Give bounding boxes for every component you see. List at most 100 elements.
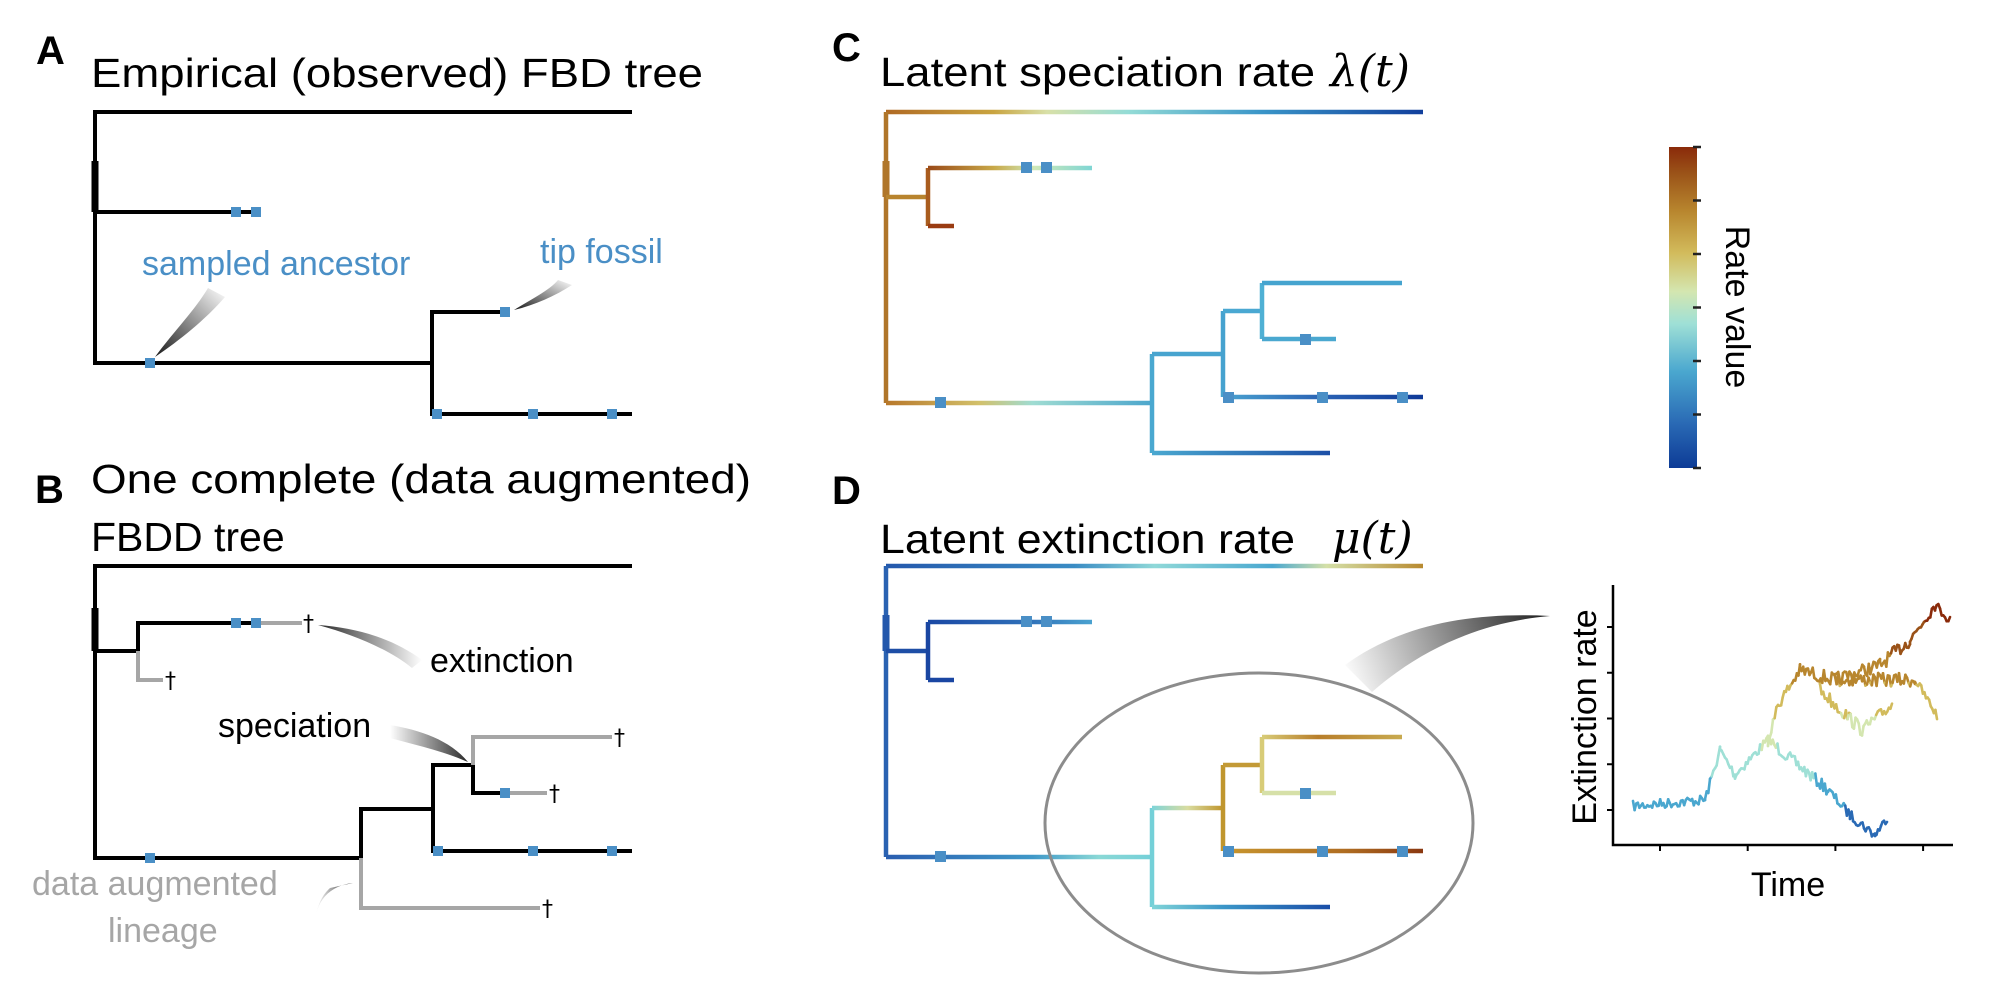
colorbar-ticks: [1693, 145, 1701, 470]
fossil-marker: [1041, 162, 1052, 173]
tip-fossil-pointer: [514, 280, 572, 310]
panel-letter-a: A: [36, 29, 65, 73]
fossil-marker: [251, 618, 261, 628]
rate-trace-segment: [1715, 754, 1720, 767]
rate-trace-segment: [1875, 671, 1880, 688]
rate-trace-segment: [1934, 708, 1939, 721]
rate-trace-segment: [1836, 673, 1842, 688]
speciation-label: speciation: [218, 707, 371, 745]
rate-trace-segment: [1811, 666, 1816, 680]
rate-trace-segment: [1881, 672, 1886, 685]
rate-trace-segment: [1889, 702, 1894, 711]
rate-trace-segment: [1770, 718, 1775, 734]
rate-trace-segment: [1947, 615, 1952, 623]
fossil-marker: [251, 207, 261, 217]
fossil-marker: [1021, 162, 1032, 173]
panel-c: C Latent speciation rate λ(t): [832, 26, 1423, 456]
fossil-marker: [500, 307, 510, 317]
augmented-lineage-label-line1: data augmented: [32, 865, 278, 903]
fossil-marker: [231, 618, 241, 628]
fossil-marker: [1317, 392, 1328, 403]
rate-trace-segment: [1862, 674, 1867, 687]
rate-trace-segment: [1860, 724, 1865, 737]
rate-trace-segment: [1852, 716, 1857, 730]
extinct-dagger: †: [303, 612, 314, 637]
fossil-marker: [1300, 334, 1311, 345]
colorbar-gradient: [1669, 147, 1697, 468]
panel-c-title: Latent speciation rate: [880, 49, 1315, 95]
rate-trace-segment: [1850, 810, 1855, 823]
extinction-label: extinction: [430, 642, 574, 680]
extinct-dagger: †: [614, 726, 625, 751]
rate-trace-segment: [1730, 765, 1735, 778]
fossil-marker: [1300, 788, 1311, 799]
augmented-branch: [471, 735, 612, 765]
complete-tree: † † † † †: [91, 564, 632, 922]
inset-pointer: [1345, 615, 1550, 692]
inset-y-ticks: [1607, 626, 1613, 811]
rate-trace-segment: [1834, 703, 1840, 714]
augmented-branch: [136, 651, 163, 682]
rate-trace-segment: [1834, 793, 1839, 805]
fossil-marker: [231, 207, 241, 217]
extinction-rate-tree: [882, 563, 1423, 910]
rate-trace-segment: [1822, 668, 1827, 683]
fossil-marker: [433, 846, 443, 856]
speciation-pointer: [390, 725, 468, 762]
inset-plot: Time Extinction rate: [1566, 585, 1953, 904]
fossil-marker: [1223, 392, 1234, 403]
fossil-marker: [145, 358, 155, 368]
rate-trace-segment: [1828, 671, 1834, 686]
fossil-marker: [1397, 846, 1408, 857]
rate-trace-segment: [1929, 607, 1934, 619]
lambda-symbol: λ(t): [1328, 46, 1410, 97]
rate-trace-segment: [1707, 777, 1712, 795]
rate-trace-segment: [1773, 705, 1778, 720]
extinct-dagger: †: [165, 669, 176, 694]
sampled-ancestor-label: sampled ancestor: [142, 245, 410, 283]
rate-trace-segment: [1849, 712, 1854, 729]
panel-a-title: Empirical (observed) FBD tree: [91, 50, 703, 96]
inset-axes: [1611, 585, 1953, 847]
augmented-lineage-label-line2: lineage: [108, 912, 218, 950]
fossil-marker: [528, 846, 538, 856]
extinct-dagger: †: [549, 782, 560, 807]
panel-letter-c: C: [832, 26, 861, 70]
speciation-rate-tree: [882, 109, 1423, 456]
inset-y-label: Extinction rate: [1566, 609, 1604, 824]
panel-b-title-line1: One complete (data augmented): [91, 456, 751, 502]
tree-branch: [93, 807, 632, 860]
rate-trace-segment: [1776, 742, 1781, 756]
fossil-marker: [528, 409, 538, 419]
mu-symbol: μ(t): [1332, 513, 1413, 564]
fossil-marker: [935, 851, 946, 862]
inset-traces: [1631, 602, 1952, 838]
inset-x-label: Time: [1751, 866, 1825, 904]
extinct-dagger: †: [542, 897, 553, 922]
fossil-marker: [1041, 616, 1052, 627]
fossil-marker: [1021, 616, 1032, 627]
fossil-marker: [500, 788, 510, 798]
colorbar-label: Rate value: [1718, 226, 1756, 389]
panel-b: B One complete (data augmented) FBDD tre…: [32, 456, 751, 950]
fossil-marker: [607, 846, 617, 856]
rate-trace-segment: [1884, 820, 1889, 826]
fossil-marker: [935, 397, 946, 408]
tree-branch: [93, 621, 258, 653]
extinction-pointer: [318, 625, 422, 668]
inset-x-ticks: [1659, 845, 1925, 851]
rate-trace-segment: [1884, 674, 1890, 687]
fossil-marker: [145, 853, 155, 863]
panel-d-title: Latent extinction rate: [880, 516, 1295, 562]
tree-branch: [431, 763, 507, 811]
zoom-ellipse: [1043, 671, 1475, 975]
rate-trace-segment: [1779, 695, 1785, 707]
panel-a: A Empirical (observed) FBD tree sampled …: [36, 29, 703, 419]
panel-letter-d: D: [832, 469, 861, 513]
panel-d: D Latent extinction rate μ(t): [832, 469, 1550, 975]
fossil-marker: [1317, 846, 1328, 857]
fossil-marker: [432, 409, 442, 419]
rate-trace-segment: [1814, 772, 1819, 788]
fossil-marker: [1397, 392, 1408, 403]
